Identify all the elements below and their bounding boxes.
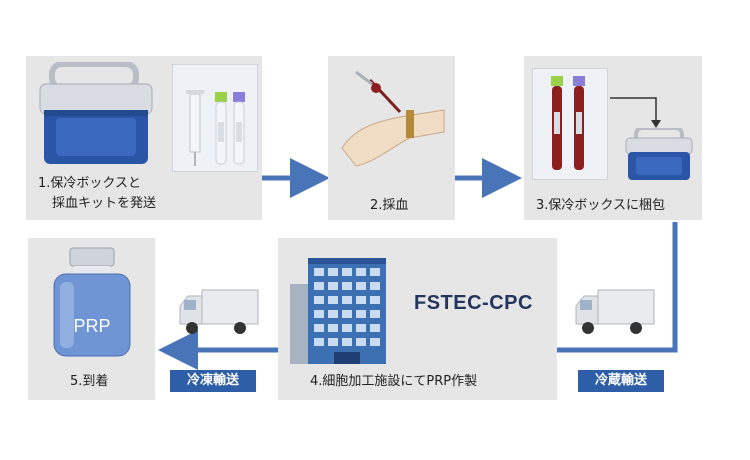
kit-bag: [532, 68, 608, 180]
transport-frozen-badge: 冷凍輸送: [170, 370, 256, 392]
step-5-label: 5.到着: [70, 374, 109, 389]
blood-draw-arm-icon: [341, 70, 445, 167]
step-2-label: 2.採血: [370, 198, 409, 213]
prp-bottle-icon: [53, 247, 131, 357]
pack-arrow-icon: [610, 97, 661, 128]
step-2-card: 2.採血: [328, 56, 455, 220]
step-4-card: FSTEC-CPC 4.細胞加工施設にてPRP作製: [278, 238, 557, 400]
step-1-label-line2: 採血キットを発送: [52, 196, 157, 211]
step-3-label: 3.保冷ボックスに梱包: [536, 198, 666, 213]
step-1-card: 1.保冷ボックスと 採血キットを発送: [26, 56, 262, 220]
blood-tube-icon: [233, 92, 245, 165]
prp-bottle-label: PRP: [73, 316, 111, 336]
blood-tube-icon: [215, 92, 227, 165]
blood-tube-icon: [551, 76, 563, 170]
blood-tube-icon: [573, 76, 585, 170]
building-icon: [290, 258, 386, 364]
transport-refrigerated-badge: 冷蔵輸送: [578, 370, 664, 392]
step-1-label-line1: 1.保冷ボックスと: [38, 176, 142, 191]
step-4-label: 4.細胞加工施設にてPRP作製: [310, 374, 478, 389]
facility-name: FSTEC-CPC: [414, 292, 533, 314]
cooler-box-icon: [625, 128, 693, 180]
step-3-card: 3.保冷ボックスに梱包: [524, 56, 702, 220]
truck-icon: [575, 289, 655, 334]
syringe-icon: [186, 90, 204, 166]
step-5-card: PRP 5.到着: [28, 238, 155, 400]
cooler-box-icon: [39, 62, 153, 164]
truck-icon: [179, 289, 259, 334]
